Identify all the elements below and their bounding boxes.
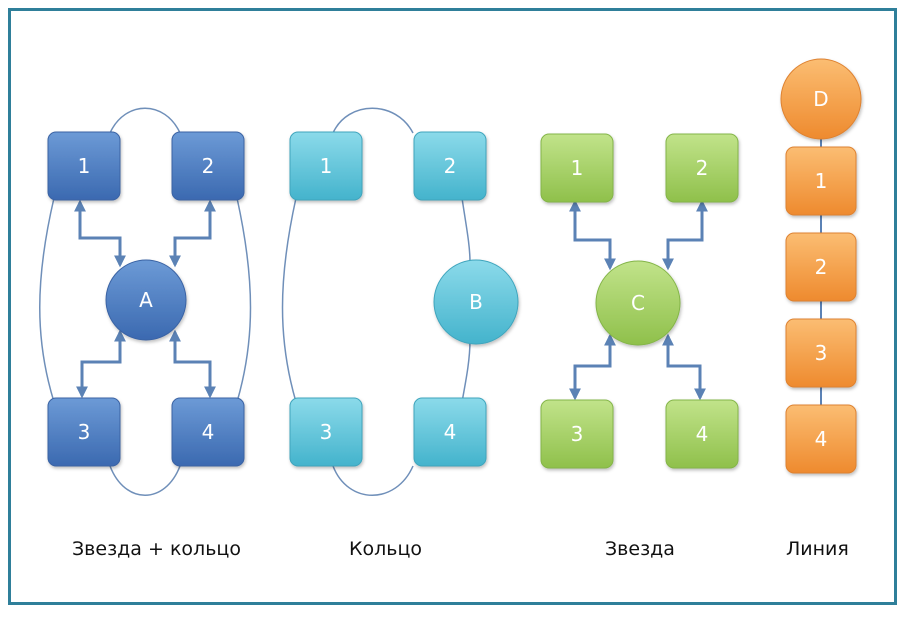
node-4-2 [785,232,857,302]
node-label-3-1: 1 [571,156,584,180]
hub-label-B: B [469,290,483,314]
hub-label-D: D [813,87,828,111]
diagram-star [569,199,708,401]
node-2-2 [413,131,487,201]
node-label-3-3: 3 [571,422,584,446]
node-label-1-3: 3 [78,420,91,444]
hub-label-C: C [631,291,645,315]
node-label-2-3: 3 [320,420,333,444]
node-label-2-4: 4 [444,420,457,444]
node-3-3 [540,399,614,469]
node-label-2-1: 1 [320,154,333,178]
diagram-star-ring [39,107,252,496]
node-2-3 [289,397,363,467]
node-label-4-1: 1 [815,169,828,193]
node-label-2-2: 2 [444,154,457,178]
node-label-1-4: 4 [202,420,215,444]
node-1-4 [171,397,245,467]
node-2-4 [413,397,487,467]
hub-C [595,260,681,346]
node-label-1-1: 1 [78,154,91,178]
node-label-3-4: 4 [696,422,709,446]
node-2-1 [289,131,363,201]
node-label-4-4: 4 [815,427,828,451]
node-3-2 [665,133,739,203]
node-4-1 [785,146,857,216]
node-label-4-3: 3 [815,341,828,365]
node-label-1-2: 2 [202,154,215,178]
node-4-4 [785,404,857,474]
node-3-4 [665,399,739,469]
caption-ring: Кольцо [349,538,423,560]
node-1-3 [47,397,121,467]
diagram-ring [281,107,471,496]
node-1-2 [171,131,245,201]
caption-star-ring: Звезда + кольцо [72,538,241,560]
node-1-1 [47,131,121,201]
node-3-1 [540,133,614,203]
hub-D [780,58,862,140]
hub-A [105,259,187,341]
caption-line: Линия [786,538,849,560]
hub-label-A: A [139,288,153,312]
node-4-3 [785,318,857,388]
caption-star: Звезда [605,538,675,560]
hub-B [433,259,519,345]
node-label-3-2: 2 [696,156,709,180]
node-label-4-2: 2 [815,255,828,279]
